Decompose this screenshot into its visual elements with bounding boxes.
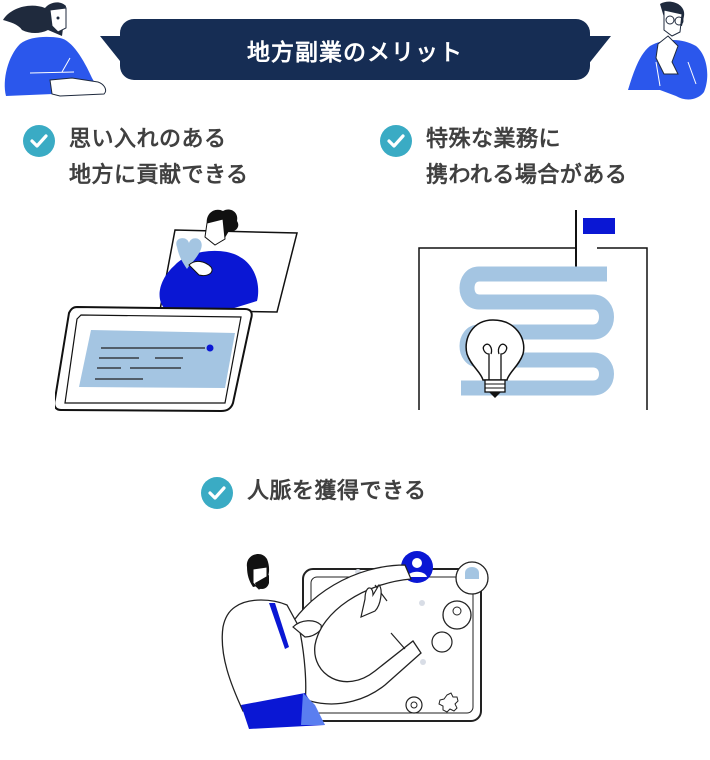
check-circle-icon bbox=[23, 125, 55, 157]
check-circle-icon bbox=[380, 125, 412, 157]
woman-pointing-illustration bbox=[3, 2, 107, 97]
woman-holding-heart-over-tablet-illustration bbox=[55, 209, 298, 413]
winding-road-lightbulb-illustration bbox=[418, 210, 648, 410]
banner-tail-left bbox=[100, 36, 124, 66]
merit-label: 特殊な業務に 携われる場合がある bbox=[426, 127, 628, 188]
merit-item-special-work: 特殊な業務に 携われる場合がある bbox=[380, 125, 627, 194]
merit-item-regional-contribution: 思い入れのある 地方に貢献できる bbox=[23, 125, 249, 194]
page-title: 地方副業のメリット bbox=[247, 39, 463, 66]
banner-tail-right bbox=[587, 36, 611, 66]
merit-item-networking: 人脈を獲得できる bbox=[201, 477, 427, 510]
page-title-banner: 地方副業のメリット bbox=[120, 19, 590, 80]
merit-label: 思い入れのある 地方に貢献できる bbox=[69, 127, 249, 188]
man-thinking-illustration bbox=[628, 1, 708, 100]
man-with-magnet-illustration bbox=[221, 551, 489, 729]
merit-label: 人脈を獲得できる bbox=[247, 479, 427, 504]
check-circle-icon bbox=[201, 477, 233, 509]
